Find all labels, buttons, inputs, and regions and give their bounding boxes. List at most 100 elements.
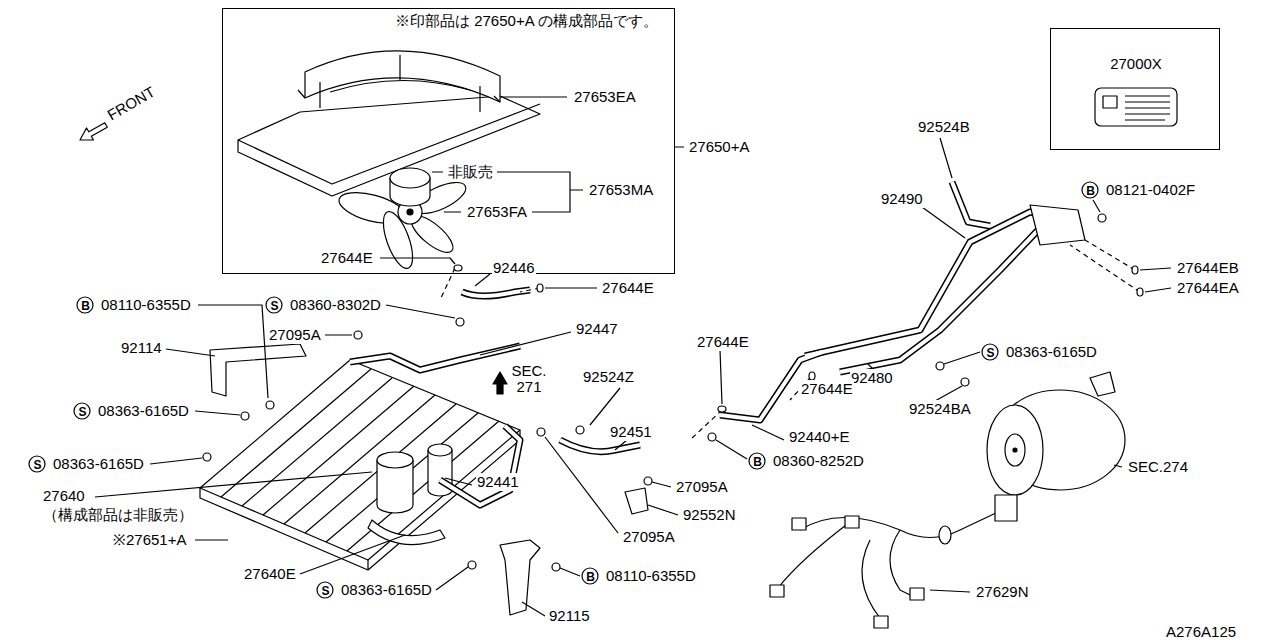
callout-number: 27653FA [466,203,528,221]
brackets [210,344,648,615]
callout-number: 08360-8302D [289,296,382,314]
label-icon [1103,96,1117,108]
pipes [1030,205,1085,245]
fasteners [468,561,476,569]
wiring-harness [800,512,998,538]
circled-letter-rings [29,182,1098,598]
fan-assembly [390,168,430,188]
front-arrow [80,123,107,140]
compressor [987,372,1125,495]
circled-letter-rings [74,403,90,419]
callout-number: 27095A [622,528,676,546]
callout-number: 92480 [850,369,894,387]
callout-number: 27644E [696,333,750,351]
callout-number: 92447 [575,320,619,338]
callout-number: 08360-8252D [772,452,865,470]
circled-letter-rings [29,456,45,472]
callout-number: 92552N [682,506,737,524]
fasteners [266,401,274,409]
callout-number: 08363-6165D [52,455,145,473]
pipes [462,290,530,296]
pipes [952,182,990,226]
circled-letter: S [986,346,994,360]
fasteners [936,362,944,370]
callout-number: 27095A [268,326,322,344]
callout-number: 92440+E [788,428,850,446]
pipes [462,290,530,296]
callout-number: 08121-0402F [1105,181,1196,199]
compressor [987,405,1043,495]
fasteners [456,318,464,326]
pipes [350,182,1080,505]
circled-letter: S [33,458,41,472]
fasteners [203,453,211,461]
callout-number: 08110-6355D [605,567,697,585]
wiring-harness [770,495,1017,628]
fasteners [961,378,969,386]
leader-lines [440,240,1140,440]
fasteners [203,214,1143,571]
fasteners [1098,214,1106,222]
section-arrow [493,372,507,394]
wiring-harness [939,526,951,544]
wiring-harness [874,616,888,628]
kit-box: 27000X [1050,28,1220,150]
circled-letter-rings [1082,182,1098,198]
brackets [210,344,306,396]
circled-letter-rings [77,297,93,313]
callout-number: 08363-6165D [340,581,433,599]
fasteners [552,563,560,571]
fasteners [454,265,462,271]
callout-number: 08363-6165D [97,402,190,420]
pipes [440,426,520,505]
wiring-harness [778,522,912,618]
circled-letter: B [81,299,90,313]
callout-number: 27640E [243,565,297,583]
front-arrow [80,123,107,140]
note-text: ※印部品は 27650+A の構成部品です。 [393,12,660,30]
fan-shroud [298,90,500,102]
callout-number: 27644E [800,380,854,398]
section-reference: SEC. 271 [510,363,548,395]
wiring-harness [770,495,1017,628]
callout-number: 92524Z [582,368,635,386]
pipes [350,182,1085,505]
brackets [500,540,540,615]
circled-letter: B [586,570,595,584]
circled-letter-rings [317,582,333,598]
pipes [350,182,1080,505]
callout-number: 27653MA [588,181,654,199]
fan-shroud [238,96,540,196]
callout-number: 27644EA [1176,279,1240,297]
callout-number: 08110-6355D [100,296,192,314]
callout-number: 92115 [548,607,591,625]
label-icon [1125,96,1170,120]
callout-number: 27640 [42,487,86,505]
fasteners [1137,288,1143,296]
fan-shroud [238,104,540,184]
pipes [350,346,520,370]
inset-leaders [432,97,684,212]
receiver-drier [377,444,452,513]
wiring-harness [845,516,859,528]
callout-number: 92114 [120,339,163,357]
wiring-harness [770,585,784,597]
condenser [200,360,520,560]
wiring-harness [995,495,1017,521]
wiring-harness [910,588,924,600]
fan-shroud [320,55,480,112]
section-arrow [493,372,507,394]
circled-letter: B [753,455,762,469]
callout-number: 92490 [880,190,924,208]
callout-number: 27653EA [573,88,637,106]
part-number: 27000X [1108,55,1164,73]
fasteners [708,433,716,441]
leader-lines [95,138,1171,616]
fasteners [718,406,726,412]
circled-letter-rings [266,297,282,313]
fasteners [354,331,362,339]
pipes [350,346,520,370]
wiring-harness [792,518,806,530]
callout-number: 27650+A [688,138,750,156]
receiver-drier [428,444,452,456]
